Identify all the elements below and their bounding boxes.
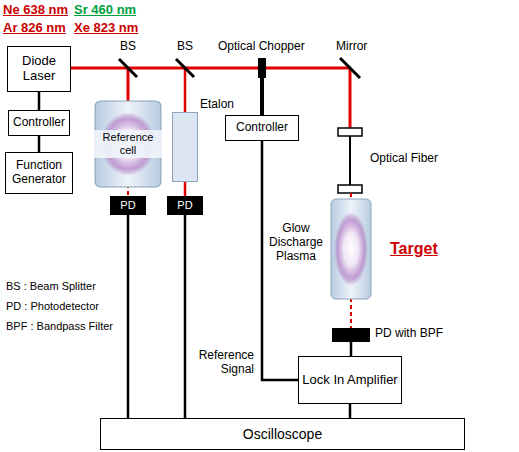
node-text: Controller [236, 121, 288, 135]
laser-beam [349, 68, 352, 128]
abbreviation-note: BS : Beam Splitter [6, 280, 96, 293]
node-text: Diode Laser [8, 54, 70, 84]
photodetector: PD [167, 196, 203, 215]
signal-wire [38, 92, 41, 110]
mirror [340, 58, 360, 78]
chopper-stem [260, 78, 264, 115]
wavelength-label: Ar 826 nm [3, 21, 66, 36]
signal-wire [349, 404, 352, 418]
photodetector: PD with BPF [332, 328, 370, 342]
signal-wire [127, 215, 130, 418]
controller-box: Controller [225, 115, 299, 141]
laser-beam [68, 67, 351, 70]
generator-box: Function Generator [5, 152, 73, 194]
abbreviation-note: BPF : Bandpass Filter [6, 320, 113, 333]
node-text: Glow Discharge Plasma [266, 222, 326, 263]
detector-label: PD [177, 199, 192, 212]
plasma-glow [334, 212, 368, 285]
plasma-tube: Glow Discharge Plasma [330, 198, 372, 300]
beam-splitter [119, 59, 137, 77]
oscilloscope-box: Oscilloscope [100, 418, 465, 450]
tube-glass [331, 199, 371, 299]
beam-splitter [176, 59, 194, 77]
wavelength-label: Xe 823 nm [74, 21, 138, 36]
lockin-box: Lock In Amplifier [298, 356, 401, 404]
abbreviation-note: PD : Photodetector [6, 300, 99, 313]
fiber-port [338, 128, 362, 136]
part-label: BS [120, 40, 136, 54]
part-label: Mirror [336, 40, 367, 54]
tube-outline [330, 198, 372, 300]
node-text: Etalon [200, 98, 234, 112]
part-label: Optical Chopper [218, 40, 305, 54]
signal-label: Reference Signal [194, 348, 256, 378]
signal-wire [38, 136, 41, 152]
detector-label: PD [120, 199, 135, 212]
part-label: Optical Fiber [370, 152, 438, 166]
signal-wire [184, 215, 187, 418]
wavelength-label: Ne 638 nm [3, 3, 68, 18]
node-text: Oscilloscope [243, 426, 322, 442]
fiber-port [338, 185, 362, 193]
laser-box: Diode Laser [7, 46, 71, 92]
node-text: Controller [13, 116, 65, 130]
laser-beam [127, 68, 130, 100]
photodetector: PD [110, 196, 146, 215]
reference-cell: Reference cell [94, 100, 162, 188]
detector-label: PD with BPF [375, 327, 443, 341]
node-text: Reference cell [94, 130, 162, 157]
wavelength-label: Sr 460 nm [74, 3, 136, 18]
etalon: Etalon [172, 112, 198, 182]
signal-wire [350, 342, 353, 356]
part-label: BS [177, 40, 193, 54]
target-label: Target [390, 240, 438, 258]
optical-fiber [349, 136, 351, 185]
node-text: Function Generator [6, 159, 72, 187]
controller-box: Controller [8, 110, 70, 136]
node-text: Lock In Amplifier [302, 373, 397, 388]
chopper-blade [258, 58, 266, 78]
